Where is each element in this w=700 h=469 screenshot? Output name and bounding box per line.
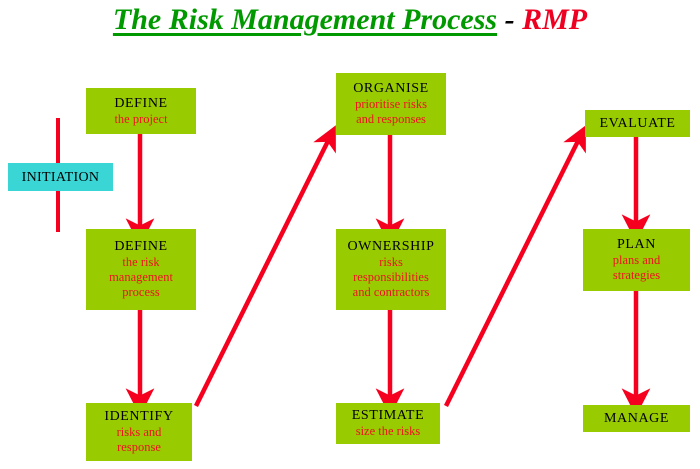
node-evaluate[interactable]: EVALUATE [585,110,690,137]
node-define-rm-process[interactable]: DEFINE the risk management process [86,229,196,310]
node-ownership-sub-2: and contractors [352,285,430,299]
node-plan[interactable]: PLAN plans and strategies [583,229,690,291]
node-estimate[interactable]: ESTIMATE size the risks [336,403,440,444]
node-ownership-sub-0: risks [379,255,403,269]
node-define-project[interactable]: DEFINE the project [86,88,196,134]
node-organise-heading: ORGANISE [353,81,429,96]
page-title: The Risk Management Process - RMP [0,2,700,38]
arrow-identify-to-organise [193,125,336,408]
node-define-rm-process-sub-1: management [109,270,173,284]
node-ownership-sub-1: responsibilities [353,270,429,284]
node-initiation-heading: INITIATION [21,169,100,185]
node-estimate-heading: ESTIMATE [351,408,425,423]
arrow-estimate-to-evaluate [443,125,586,408]
node-initiation[interactable]: INITIATION [8,163,113,191]
node-identify-sub-1: response [117,440,161,454]
node-evaluate-heading: EVALUATE [599,115,676,131]
node-organise-sub-1: and responses [356,112,426,126]
title-main: The Risk Management Process [112,3,498,36]
node-organise[interactable]: ORGANISE prioritise risks and responses [336,73,446,135]
node-ownership[interactable]: OWNERSHIP risks responsibilities and con… [336,229,446,310]
node-plan-heading: PLAN [617,237,656,252]
node-estimate-sub-0: size the risks [355,424,421,438]
node-identify-sub-0: risks and [116,425,162,439]
node-manage[interactable]: MANAGE [583,405,690,432]
node-ownership-heading: OWNERSHIP [347,239,435,254]
node-manage-heading: MANAGE [603,410,670,426]
title-dash: - [497,3,523,36]
node-identify[interactable]: IDENTIFY risks and response [86,403,192,461]
node-define-rm-process-heading: DEFINE [114,239,168,254]
node-define-rm-process-sub-0: the risk [122,255,160,269]
node-define-project-sub-0: the project [114,111,168,126]
node-identify-heading: IDENTIFY [104,409,174,424]
title-abbreviation: RMP [522,3,588,36]
node-plan-sub-0: plans and [612,253,661,267]
node-define-project-heading: DEFINE [114,95,168,111]
node-plan-sub-1: strategies [612,268,661,282]
node-define-rm-process-sub-2: process [122,285,160,299]
node-organise-sub-0: prioritise risks [355,97,427,111]
